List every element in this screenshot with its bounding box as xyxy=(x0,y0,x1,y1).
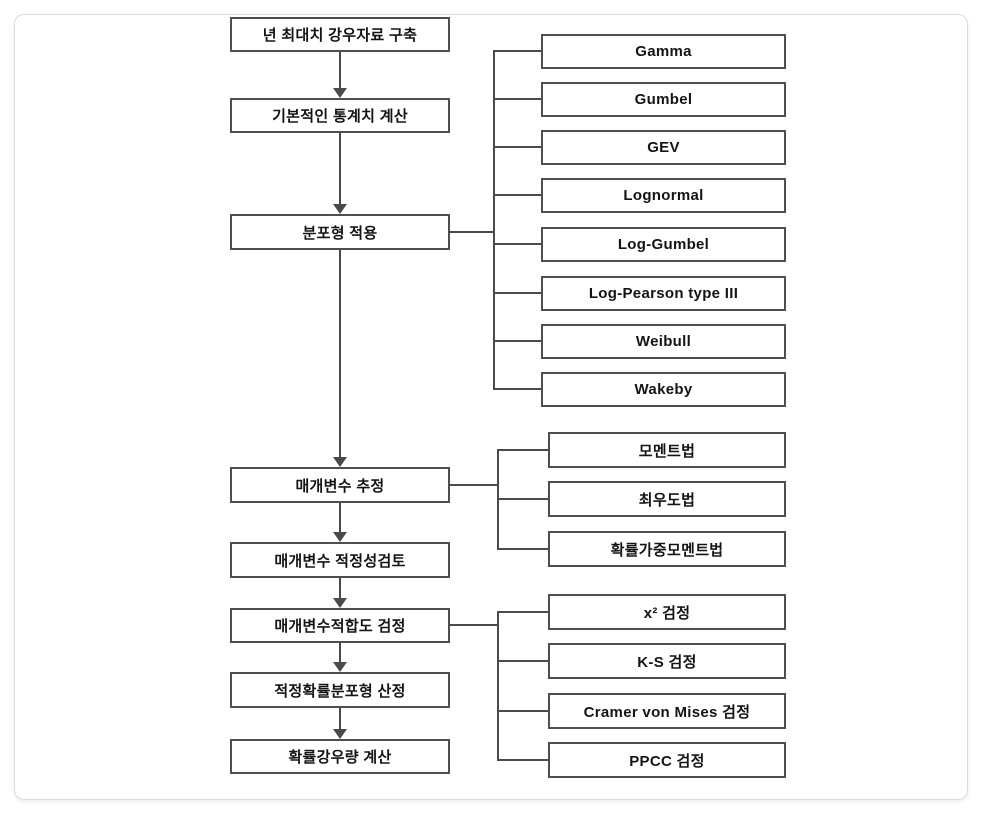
flow-step-parameter-estimation: 매개변수 추정 xyxy=(230,467,450,503)
flow-step-parameter-adequacy-review: 매개변수 적정성검토 xyxy=(230,542,450,578)
branch-spine-line xyxy=(497,611,499,761)
flow-arrow-head xyxy=(333,729,347,739)
flow-arrow-head xyxy=(333,204,347,214)
flow-step-label: 매개변수 적정성검토 xyxy=(274,552,406,570)
flow-step-basic-statistics: 기본적인 통계치 계산 xyxy=(230,98,450,133)
branch-stub-line xyxy=(493,292,541,294)
flow-step-optimal-distribution-selection: 적정확률분포형 산정 xyxy=(230,672,450,708)
branch-item-label: 최우도법 xyxy=(638,491,696,509)
branch-item-label: PPCC 검정 xyxy=(629,752,705,770)
branch-item-weibull: Weibull xyxy=(541,324,786,359)
flow-step-annual-max-rainfall-data: 년 최대치 강우자료 구축 xyxy=(230,17,450,52)
branch-stub-line xyxy=(493,50,541,52)
flow-step-label: 확률강우량 계산 xyxy=(288,749,392,766)
branch-item-maximum-likelihood: 최우도법 xyxy=(548,481,786,517)
branch-item-method-of-moments: 모멘트법 xyxy=(548,432,786,468)
flow-step-label: 매개변수적합도 검정 xyxy=(274,618,406,635)
flow-step-label: 기본적인 통계치 계산 xyxy=(272,108,408,125)
flow-step-label: 매개변수 추정 xyxy=(295,477,385,495)
branch-connector-line xyxy=(448,231,493,233)
branch-item-gev: GEV xyxy=(541,130,786,165)
flow-arrow-line xyxy=(339,578,341,599)
branch-item-log-pearson-type-3: Log-Pearson type III xyxy=(541,276,786,311)
branch-item-label: Lognormal xyxy=(623,187,704,204)
branch-item-log-gumbel: Log-Gumbel xyxy=(541,227,786,262)
branch-item-label: Cramer von Mises 검정 xyxy=(583,703,751,721)
flow-arrow-line xyxy=(339,643,341,663)
branch-item-label: K-S 검정 xyxy=(637,653,697,671)
branch-item-gumbel: Gumbel xyxy=(541,82,786,117)
branch-item-label: Log-Gumbel xyxy=(617,236,710,253)
branch-item-lognormal: Lognormal xyxy=(541,178,786,213)
branch-spine-line xyxy=(493,51,495,390)
flow-step-label: 분포형 적용 xyxy=(302,224,378,242)
flow-arrow-line xyxy=(339,250,341,458)
branch-item-label: x² 검정 xyxy=(643,604,691,622)
branch-item-label: GEV xyxy=(647,139,680,156)
branch-item-label: Wakeby xyxy=(634,381,693,398)
branch-item-ppcc-test: PPCC 검정 xyxy=(548,742,786,778)
branch-item-label: Log-Pearson type III xyxy=(588,285,739,302)
branch-item-ks-test: K-S 검정 xyxy=(548,643,786,679)
flow-step-label: 년 최대치 강우자료 구축 xyxy=(262,27,418,44)
branch-stub-line xyxy=(497,498,548,500)
branch-item-wakeby: Wakeby xyxy=(541,372,786,407)
branch-stub-line xyxy=(497,611,548,613)
branch-stub-line xyxy=(497,449,548,451)
branch-item-cramer-von-mises-test: Cramer von Mises 검정 xyxy=(548,693,786,729)
branch-item-label: 확률가중모멘트법 xyxy=(610,541,724,559)
branch-stub-line xyxy=(493,98,541,100)
branch-item-label: 모멘트법 xyxy=(638,442,696,460)
flow-arrow-head xyxy=(333,532,347,542)
branch-stub-line xyxy=(497,548,548,550)
flow-step-distribution-application: 분포형 적용 xyxy=(230,214,450,250)
branch-item-label: Gamma xyxy=(635,43,692,60)
flow-arrow-line xyxy=(339,708,341,730)
flow-arrow-head xyxy=(333,662,347,672)
branch-stub-line xyxy=(497,660,548,662)
flow-arrow-head xyxy=(333,457,347,467)
branch-item-probability-weighted-moments: 확률가중모멘트법 xyxy=(548,531,786,567)
flow-arrow-line xyxy=(339,503,341,533)
branch-stub-line xyxy=(493,146,541,148)
branch-item-gamma: Gamma xyxy=(541,34,786,69)
flow-arrow-line xyxy=(339,52,341,89)
branch-stub-line xyxy=(497,710,548,712)
branch-item-chi-square-test: x² 검정 xyxy=(548,594,786,630)
branch-stub-line xyxy=(493,194,541,196)
branch-stub-line xyxy=(493,388,541,390)
flow-step-label: 적정확률분포형 산정 xyxy=(274,682,406,700)
flow-arrow-line xyxy=(339,133,341,205)
flow-step-probability-rainfall-calculation: 확률강우량 계산 xyxy=(230,739,450,774)
branch-item-label: Weibull xyxy=(635,333,692,350)
flow-step-goodness-of-fit-test: 매개변수적합도 검정 xyxy=(230,608,450,643)
branch-item-label: Gumbel xyxy=(634,91,693,108)
branch-stub-line xyxy=(493,243,541,245)
branch-connector-line xyxy=(448,484,497,486)
branch-stub-line xyxy=(493,340,541,342)
diagram-card xyxy=(14,14,968,800)
branch-stub-line xyxy=(497,759,548,761)
branch-connector-line xyxy=(448,624,497,626)
flow-arrow-head xyxy=(333,598,347,608)
flow-arrow-head xyxy=(333,88,347,98)
